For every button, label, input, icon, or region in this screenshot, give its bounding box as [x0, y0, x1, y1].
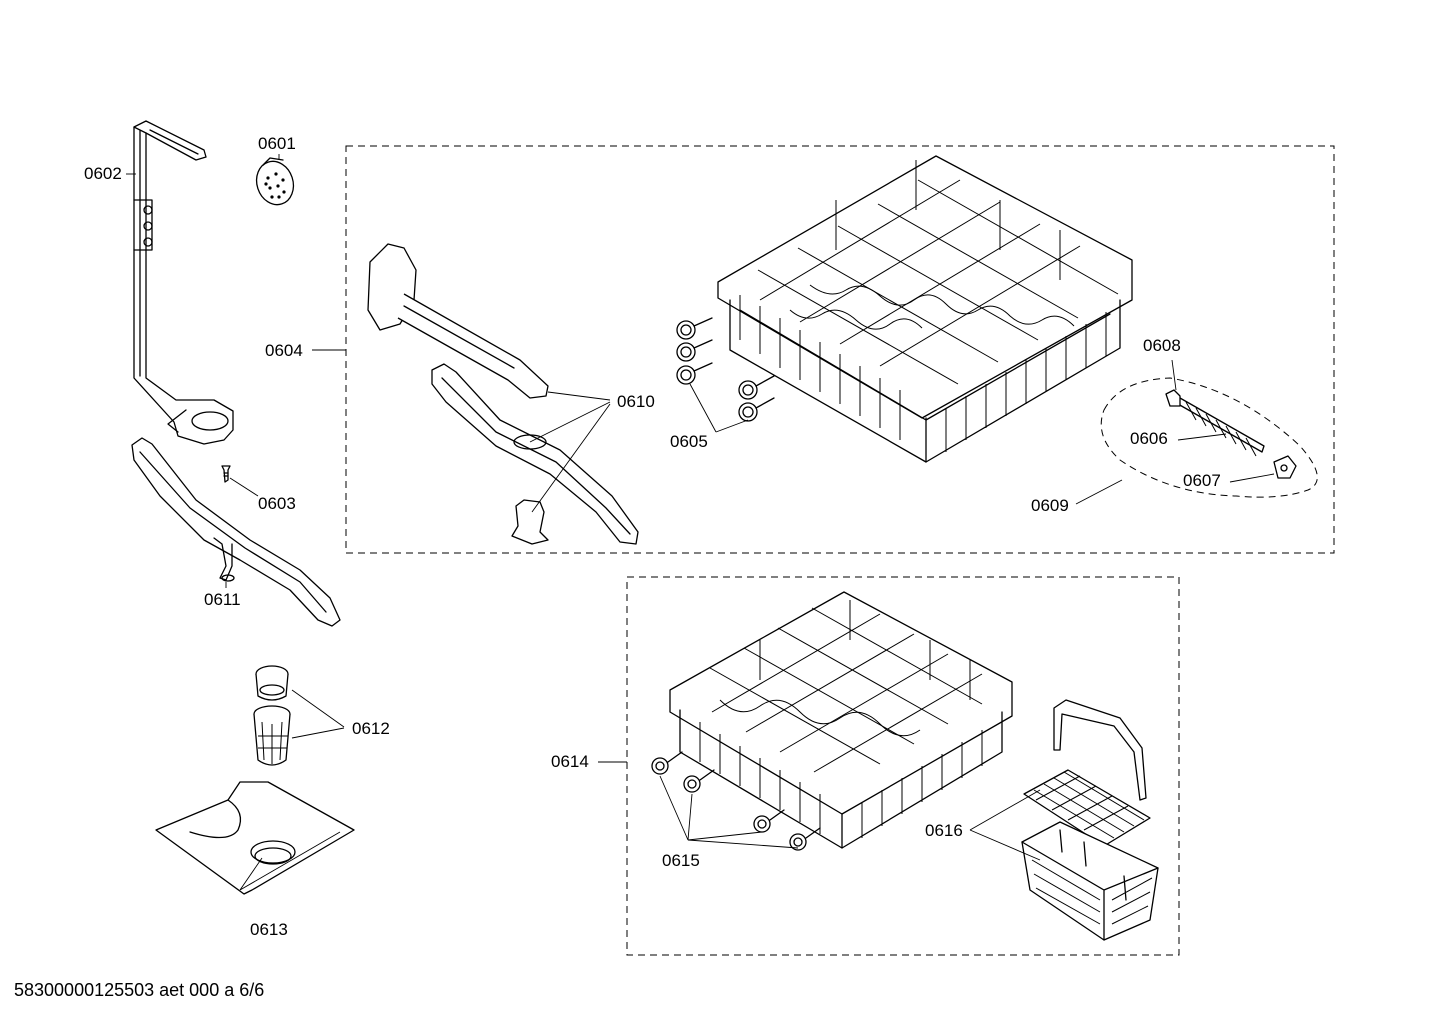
label-0601: 0601 [258, 134, 296, 153]
label-0607: 0607 [1183, 471, 1221, 490]
leader-lines [126, 154, 1275, 891]
label-0614: 0614 [551, 752, 589, 771]
label-0602: 0602 [84, 164, 122, 183]
lower-rack-group-box [626, 576, 1180, 956]
part-0616-cutlery-basket[interactable] [1021, 699, 1159, 941]
label-0605: 0605 [670, 432, 708, 451]
part-0608-clip[interactable] [1165, 389, 1181, 407]
part-0606-rack-tine-row[interactable] [1177, 397, 1265, 457]
upper-rack-group-box [345, 145, 1335, 554]
label-0609: 0609 [1031, 496, 1069, 515]
label-0615: 0615 [662, 851, 700, 870]
part-0602-spray-pipe[interactable] [133, 120, 234, 445]
part-0615-wheels[interactable] [651, 751, 821, 851]
part-0613-sump-plate[interactable] [155, 781, 355, 895]
label-0606: 0606 [1130, 429, 1168, 448]
document-footer-code: 58300000125503 aet 000 a 6/6 [14, 980, 265, 1000]
label-0611: 0611 [204, 590, 241, 609]
part-0601-filter-cap[interactable] [251, 157, 299, 210]
label-0608: 0608 [1143, 336, 1181, 355]
part-0611-spray-arm[interactable] [131, 437, 341, 627]
label-0612: 0612 [352, 719, 390, 738]
part-0607-knob[interactable] [1273, 455, 1297, 479]
part-0604-upper-spray-assembly[interactable] [367, 243, 639, 545]
label-0603: 0603 [258, 494, 296, 513]
part-0603-screw[interactable] [221, 465, 231, 483]
part-0609-detail-outline [1100, 377, 1318, 498]
upper-rack-basket[interactable] [717, 155, 1133, 463]
label-0613: 0613 [250, 920, 288, 939]
label-0610: 0610 [617, 392, 655, 411]
label-0616: 0616 [925, 821, 963, 840]
label-0604: 0604 [265, 341, 303, 360]
lower-rack-basket[interactable] [669, 591, 1013, 849]
part-0612-filter-set[interactable] [253, 665, 291, 766]
part-0605-wheels[interactable] [676, 317, 775, 422]
